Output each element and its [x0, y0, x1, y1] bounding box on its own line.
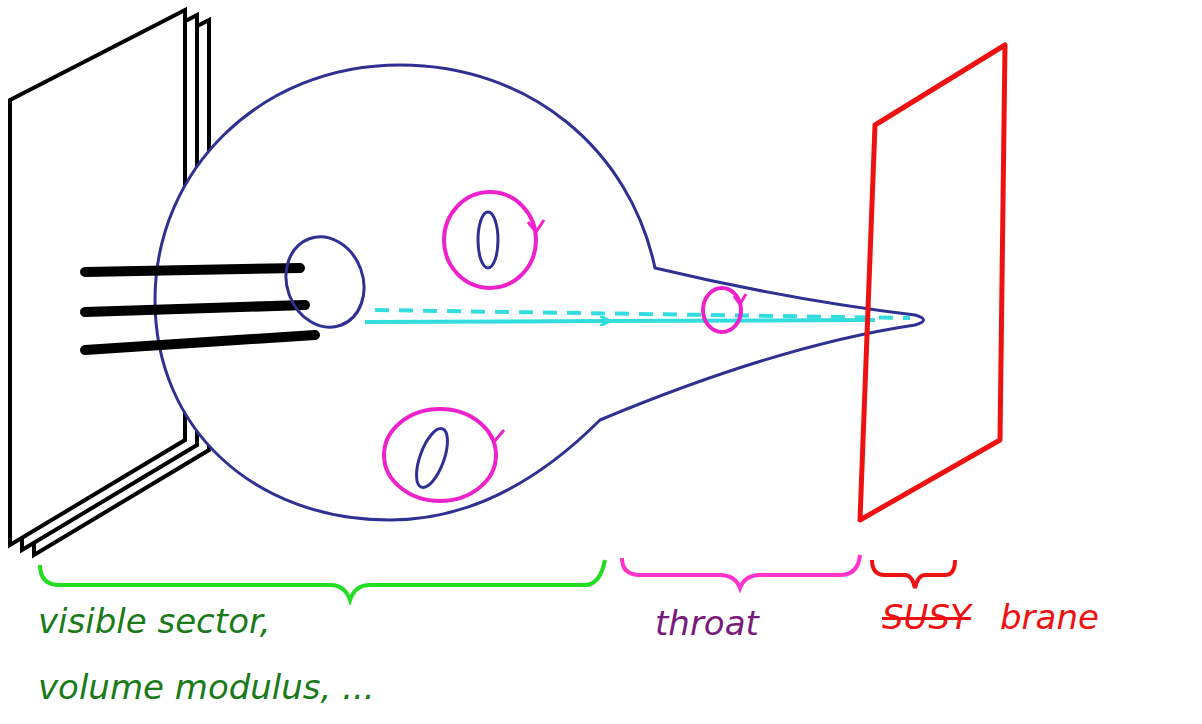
cycle-hole — [274, 226, 377, 338]
cyan-path — [365, 321, 605, 322]
sector-label: visible sector, volume modulus, ... — [38, 588, 388, 720]
cycle-hole — [410, 425, 454, 491]
flux-loop — [384, 409, 496, 501]
open-string — [85, 268, 300, 272]
brane-label: brane — [1000, 584, 1120, 650]
open-string — [85, 335, 315, 350]
flux-loop — [703, 288, 741, 332]
struck-word: SUSY — [882, 584, 992, 650]
bracket — [622, 555, 860, 588]
open-string — [85, 305, 305, 312]
throat-label: throat — [655, 590, 815, 656]
susy-breaking-brane — [860, 45, 1005, 520]
arrow-head — [488, 430, 504, 442]
dashed-path — [375, 310, 910, 318]
cycle-hole — [478, 212, 498, 268]
flux-loop — [444, 192, 536, 288]
compact-space — [155, 65, 924, 520]
arrow-head — [734, 294, 746, 304]
arrow-head — [528, 220, 544, 232]
bracket — [872, 560, 955, 588]
bracket — [40, 560, 605, 600]
